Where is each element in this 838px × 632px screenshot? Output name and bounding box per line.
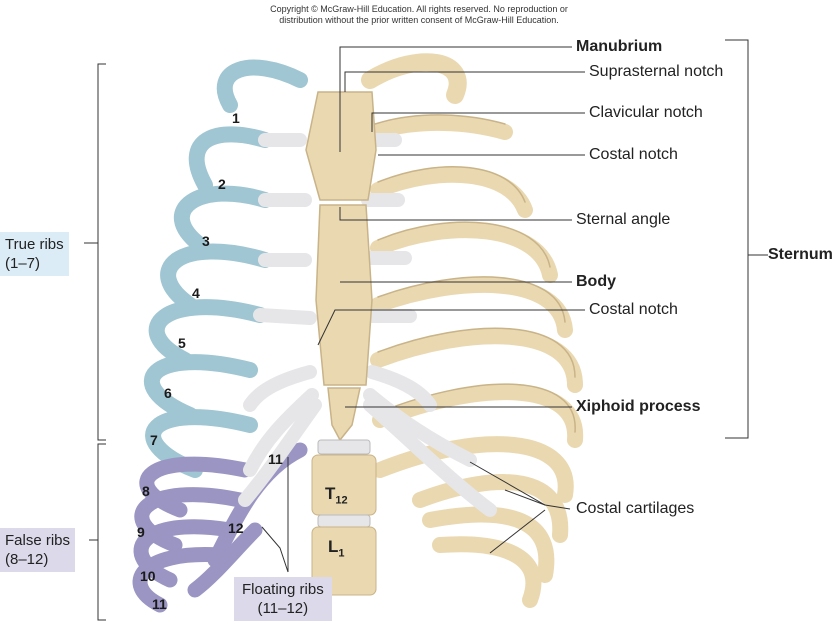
false-ribs-title: False ribs: [5, 532, 71, 549]
rib-number-1: 1: [232, 110, 240, 126]
vertebra-t12-label: T12: [325, 484, 348, 506]
true-ribs-box: True ribs (1–7): [0, 232, 69, 276]
vertebra-disc-1: [317, 439, 371, 455]
vertebra-t-letter: T: [325, 484, 336, 503]
xiphoid-shape: [327, 387, 361, 442]
leader-lines: [84, 39, 768, 621]
left-true-ribs: [143, 59, 308, 478]
vertebra-l1-label: L1: [328, 537, 345, 559]
vertebral-column: [311, 439, 377, 596]
false-ribs-range: (8–12): [5, 551, 49, 568]
rib-number-6: 6: [164, 385, 172, 401]
vertebra-l-letter: L: [328, 537, 339, 556]
right-costal-cartilages: [358, 133, 497, 517]
rib-number-11: 11: [268, 451, 283, 467]
vertebra-l-number: 1: [338, 547, 345, 560]
rib-number-11-left: 11: [152, 596, 167, 612]
rib-number-3: 3: [202, 233, 210, 249]
copyright-notice: Copyright © McGraw-Hill Education. All r…: [0, 4, 838, 26]
label-sternal-angle: Sternal angle: [576, 211, 671, 228]
rib-number-9: 9: [137, 524, 145, 540]
false-ribs-box: False ribs (8–12): [0, 528, 76, 572]
left-costal-cartilages: [238, 133, 322, 507]
true-ribs-range: (1–7): [5, 255, 41, 272]
floating-ribs-range: (11–12): [257, 600, 309, 617]
sternum-shape: [305, 91, 377, 442]
label-clavicular-notch: Clavicular notch: [589, 104, 703, 121]
label-costal-notch-lower: Costal notch: [589, 301, 678, 318]
label-suprasternal-notch: Suprasternal notch: [589, 63, 724, 80]
sternal-body-shape: [315, 204, 373, 386]
floating-ribs-box: Floating ribs (11–12): [234, 577, 332, 621]
rib-number-12: 12: [228, 520, 244, 536]
rib-number-2: 2: [218, 176, 226, 192]
copyright-line-2: distribution without the prior written c…: [279, 15, 559, 25]
label-xiphoid-process: Xiphoid process: [576, 398, 701, 415]
right-ribs-outline: [374, 114, 576, 433]
label-costal-cartilages: Costal cartilages: [576, 500, 695, 517]
vertebra-t-number: 12: [335, 494, 348, 507]
vertebra-disc-2: [317, 514, 371, 528]
rib-number-5: 5: [178, 335, 186, 351]
manubrium-shape: [305, 91, 377, 201]
label-body: Body: [576, 273, 616, 290]
true-ribs-title: True ribs: [5, 236, 64, 253]
rib-number-8: 8: [142, 483, 150, 499]
label-manubrium: Manubrium: [576, 38, 663, 55]
rib-number-4: 4: [192, 285, 200, 301]
right-first-rib: [361, 53, 467, 104]
label-sternum: Sternum: [768, 246, 833, 263]
floating-ribs-title: Floating ribs: [242, 581, 324, 598]
rib-number-7: 7: [150, 432, 158, 448]
right-ribs: [367, 115, 584, 608]
copyright-line-1: Copyright © McGraw-Hill Education. All r…: [270, 4, 568, 14]
rib-number-10: 10: [140, 568, 156, 584]
label-costal-notch-upper: Costal notch: [589, 146, 678, 163]
